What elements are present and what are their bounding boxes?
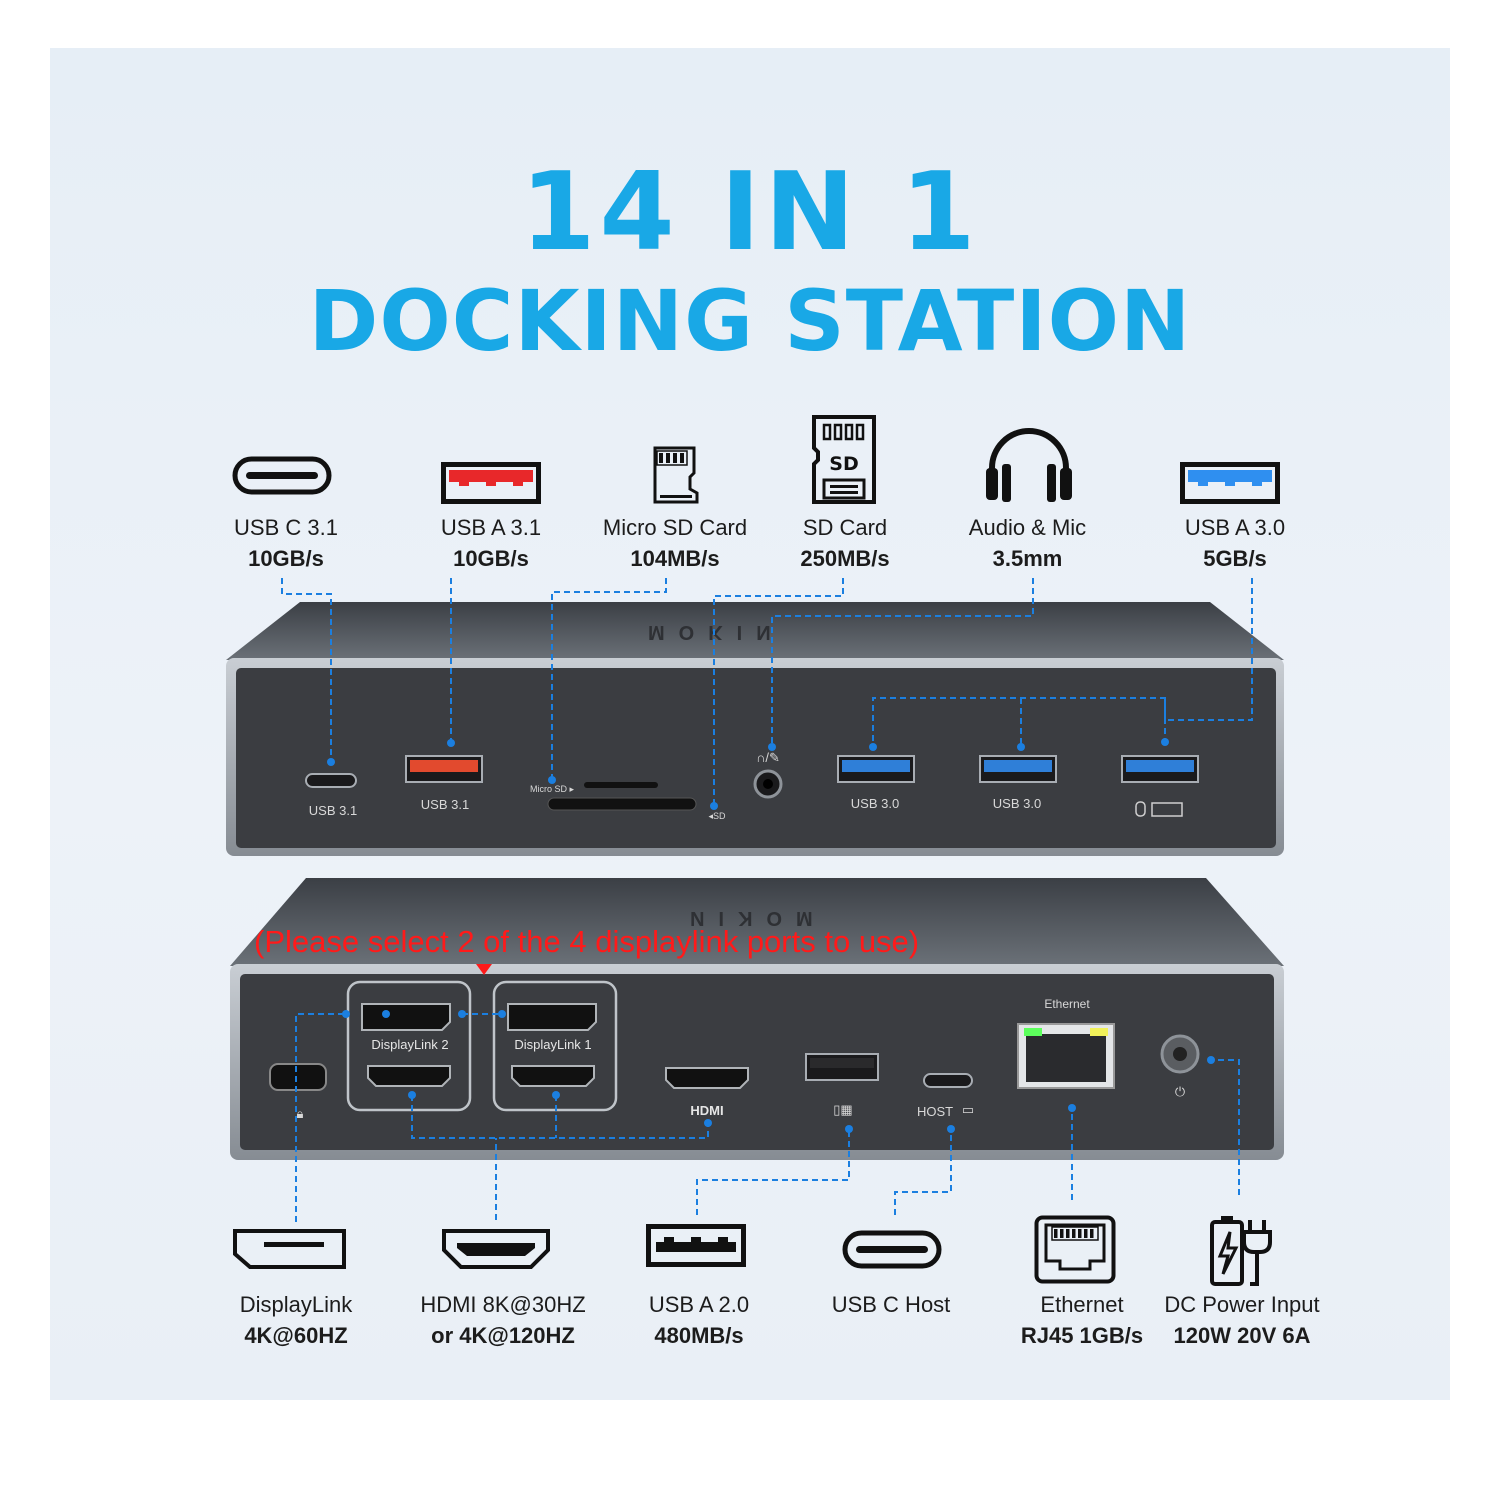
headphone-mic-icon: ∩/✎ xyxy=(756,750,780,765)
power-plug-icon: ⏻ xyxy=(1174,1084,1186,1099)
feature-spec: 10GB/s xyxy=(248,546,324,571)
label-micro-sd-slot: Micro SD ▸ xyxy=(529,784,575,794)
feature-name: DisplayLink xyxy=(239,1292,353,1317)
title-line-1: 14 IN 1 xyxy=(520,150,980,275)
label-displaylink-1: DisplayLink 1 xyxy=(514,1037,592,1052)
feature-name: USB A 3.0 xyxy=(1184,515,1286,540)
feature-usb-a-31: USB A 3.1 10GB/s xyxy=(405,512,577,574)
feature-audio: Audio & Mic 3.5mm xyxy=(940,512,1115,574)
feature-name: USB A 2.0 xyxy=(648,1292,750,1317)
hdmi-icon xyxy=(442,1229,550,1269)
feature-name: USB C 3.1 xyxy=(234,515,338,540)
feature-usb-a-20: USB A 2.0 480MB/s xyxy=(614,1289,784,1351)
feature-spec: 5GB/s xyxy=(1203,546,1267,571)
feature-name: DC Power Input xyxy=(1164,1292,1320,1317)
displayport-icon xyxy=(233,1229,346,1269)
label-hdmi: HDMI xyxy=(690,1103,724,1118)
label-ethernet-port: Ethernet xyxy=(1044,997,1090,1011)
svg-text:SD: SD xyxy=(829,453,858,475)
feature-usb-c-31: USB C 3.1 10GB/s xyxy=(200,512,372,574)
label-usb30-1: USB 3.0 xyxy=(850,796,900,811)
feature-sd-card: SD Card 250MB/s xyxy=(760,512,930,574)
feature-spec: 10GB/s xyxy=(453,546,529,571)
usb-a-icon xyxy=(646,1224,746,1267)
feature-name: HDMI 8K@30HZ xyxy=(420,1292,586,1317)
feature-spec: 120W 20V 6A xyxy=(1173,1323,1311,1348)
usb-a-blue-icon xyxy=(1180,462,1280,504)
ethernet-icon xyxy=(1034,1215,1116,1284)
sd-card-icon: SD xyxy=(812,415,876,504)
feature-micro-sd: Micro SD Card 104MB/s xyxy=(585,512,765,574)
label-host: HOST xyxy=(916,1104,954,1119)
feature-displaylink: DisplayLink 4K@60HZ xyxy=(208,1289,384,1351)
lock-icon: 🔒︎ xyxy=(296,1106,304,1121)
feature-name: USB A 3.1 xyxy=(440,515,542,540)
battery-plug-icon xyxy=(1210,1216,1272,1286)
feature-ethernet: Ethernet RJ45 1GB/s xyxy=(996,1289,1168,1351)
usb-c-icon xyxy=(232,456,332,495)
feature-name: USB C Host xyxy=(831,1292,951,1317)
feature-name: SD Card xyxy=(802,515,888,540)
brand-logo-front: MOKIN xyxy=(648,621,785,643)
laptop-icon: ▭ xyxy=(961,1102,975,1117)
feature-hdmi: HDMI 8K@30HZ or 4K@120HZ xyxy=(400,1289,606,1351)
mouse-keyboard-icon: ▯▦ xyxy=(833,1102,853,1117)
label-usb31-c: USB 3.1 xyxy=(308,803,358,818)
label-usb30-2: USB 3.0 xyxy=(992,796,1042,811)
feature-usb-a-30: USB A 3.0 5GB/s xyxy=(1150,512,1320,574)
feature-spec: 250MB/s xyxy=(800,546,890,571)
feature-spec: 3.5mm xyxy=(992,546,1063,571)
micro-sd-icon xyxy=(653,446,699,504)
label-usb31-a: USB 3.1 xyxy=(420,797,470,812)
feature-spec: or 4K@120HZ xyxy=(431,1323,575,1348)
usb-c-host-icon xyxy=(842,1230,942,1269)
feature-spec: 480MB/s xyxy=(654,1323,744,1348)
feature-spec: 4K@60HZ xyxy=(244,1323,348,1348)
note-arrow-icon xyxy=(476,964,492,975)
title-line-2: DOCKING STATION xyxy=(308,272,1192,370)
feature-dc-power: DC Power Input 120W 20V 6A xyxy=(1152,1289,1332,1351)
feature-name: Ethernet xyxy=(1040,1292,1124,1317)
feature-usb-c-host: USB C Host xyxy=(806,1289,976,1320)
feature-name: Audio & Mic xyxy=(968,515,1087,540)
feature-spec: RJ45 1GB/s xyxy=(1020,1323,1144,1348)
displaylink-note: (Please select 2 of the 4 displaylink po… xyxy=(254,924,920,959)
label-sd-slot: ◂SD xyxy=(708,811,726,821)
usb-a-red-icon xyxy=(441,462,541,504)
feature-spec: 104MB/s xyxy=(630,546,720,571)
label-displaylink-2: DisplayLink 2 xyxy=(371,1037,449,1052)
headphones-icon xyxy=(986,428,1072,502)
feature-name: Micro SD Card xyxy=(602,515,748,540)
